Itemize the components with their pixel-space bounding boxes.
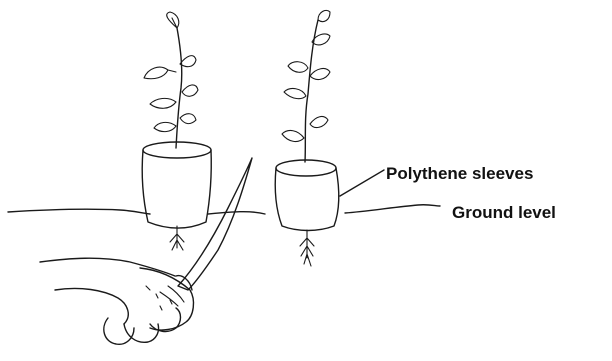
right-leaf — [282, 131, 304, 142]
left-leaf — [167, 12, 179, 28]
right-leaf — [288, 62, 308, 73]
right-roots — [300, 230, 314, 266]
ground-level-label: Ground level — [452, 203, 556, 223]
right-leaf — [318, 10, 330, 21]
left-leaf — [180, 114, 196, 124]
left-leaf — [150, 98, 176, 108]
left-stem — [176, 28, 182, 148]
polythene-sleeves-label: Polythene sleeves — [386, 164, 533, 184]
hand — [40, 258, 193, 344]
right-leaf — [310, 69, 330, 80]
right-leaf — [284, 89, 306, 99]
knife-blade — [178, 158, 252, 290]
left-leaf — [182, 85, 198, 96]
right-seedling — [282, 10, 330, 162]
left-leaf — [180, 56, 196, 67]
left-seedling — [144, 12, 198, 148]
left-leaf — [154, 122, 176, 131]
right-stem — [305, 20, 318, 162]
ground-line — [8, 205, 440, 214]
left-roots — [170, 226, 184, 250]
right-polythene-sleeve — [275, 160, 339, 231]
sleeve-pointer-line — [340, 170, 384, 196]
left-leaf — [144, 67, 176, 79]
left-polythene-sleeve — [142, 142, 211, 228]
right-leaf — [310, 117, 328, 128]
